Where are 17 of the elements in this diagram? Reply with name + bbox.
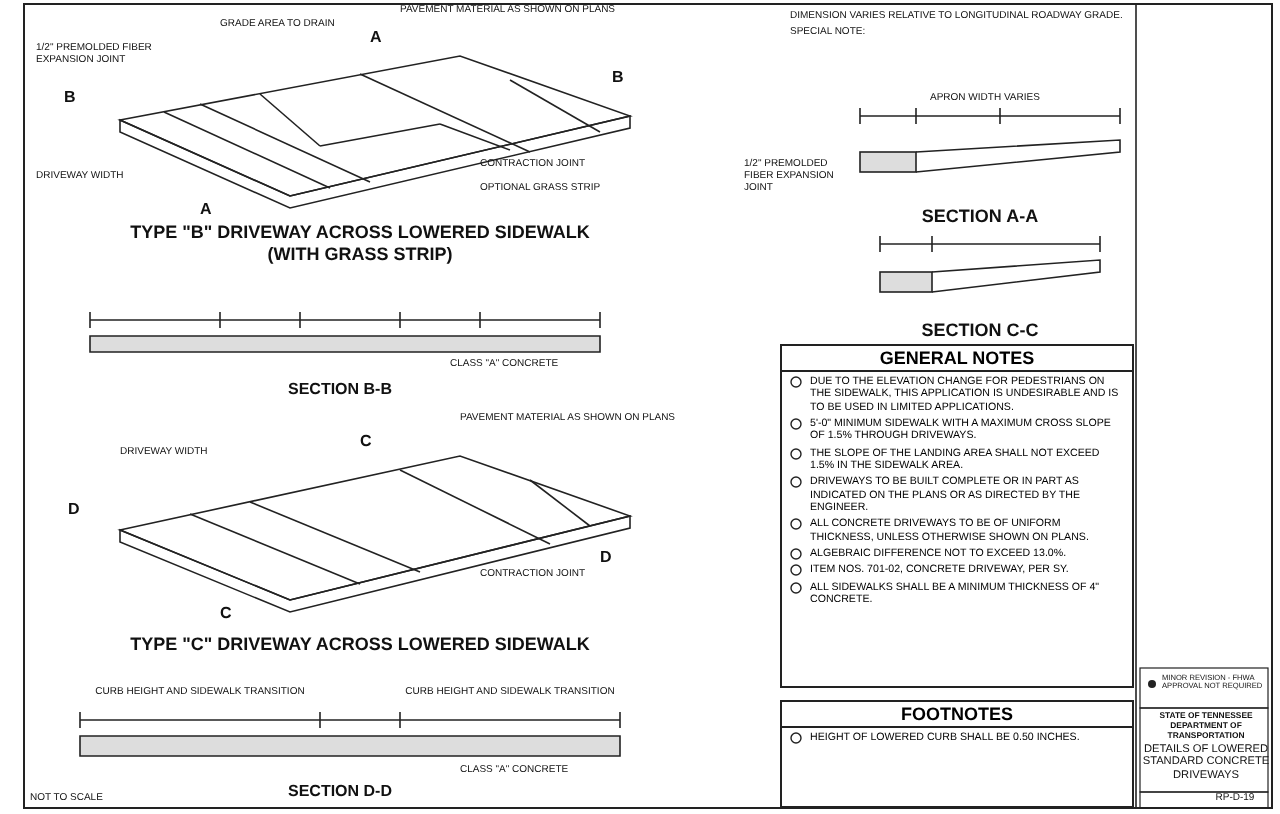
section-marker: A [370,28,384,47]
notes-heading: GENERAL NOTES [782,346,1132,372]
section-marker: A [200,200,214,219]
section-title: SECTION C-C [919,320,1041,341]
section-marker: C [360,432,374,451]
drawing-title: TYPE "B" DRIVEWAY ACROSS LOWERED SIDEWALK [128,222,592,243]
section-marker: D [68,500,82,519]
section-marker: B [612,68,626,87]
notes-heading: FOOTNOTES [782,702,1132,728]
section-title: SECTION B-B [286,380,394,399]
drawing-title: TYPE "C" DRIVEWAY ACROSS LOWERED SIDEWALK [128,634,592,655]
section-marker: C [220,604,234,623]
section-title: SECTION A-A [919,206,1041,227]
drawing-subtitle: (WITH GRASS STRIP) [265,244,455,265]
section-marker: D [600,548,614,567]
section-marker: B [64,88,78,107]
section-title: SECTION D-D [286,782,394,801]
